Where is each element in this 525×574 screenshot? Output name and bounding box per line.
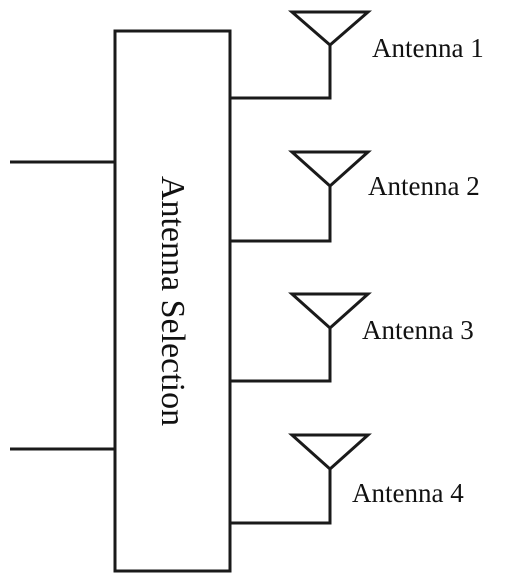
antenna-2-feed-line xyxy=(230,186,332,243)
antenna-3-label: Antenna 3 xyxy=(362,315,474,345)
antenna-1-icon xyxy=(287,10,373,47)
antenna-3-feed-line xyxy=(230,328,332,383)
antenna-selection-block xyxy=(113,29,232,573)
antenna-2-icon xyxy=(288,150,372,189)
antenna-4-label: Antenna 4 xyxy=(352,478,464,508)
antenna-4-feed-line xyxy=(230,469,332,525)
antenna-1-feed-line xyxy=(230,45,332,100)
antenna-selection-label: Antenna Selection xyxy=(154,176,191,426)
antenna-2-label: Antenna 2 xyxy=(368,171,480,201)
antenna-4-icon xyxy=(288,433,372,472)
antenna-3-icon xyxy=(288,292,372,331)
antenna-1-label: Antenna 1 xyxy=(372,33,484,63)
